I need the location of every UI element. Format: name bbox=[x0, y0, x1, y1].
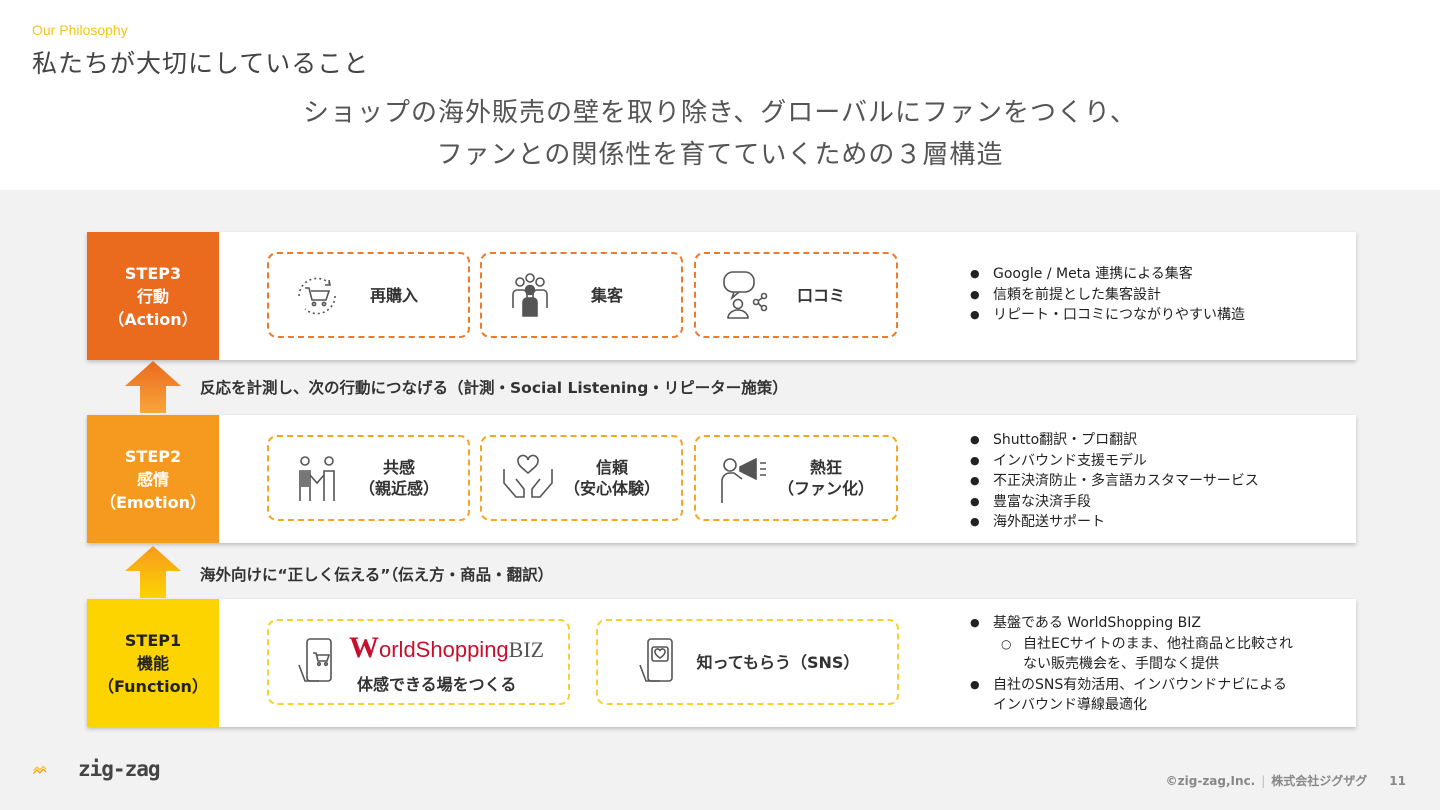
handshake-people-icon bbox=[299, 456, 335, 501]
list-item: インバウンド支援モデル bbox=[967, 451, 1259, 472]
connector-upper: 反応を計測し、次の行動につなげる（計測・Social Listening・リピー… bbox=[200, 379, 788, 397]
card-empathy: 共感 （親近感） bbox=[267, 435, 470, 521]
step1-label-step: STEP1 bbox=[124, 630, 182, 650]
card-trust: 信頼 （安心体験） bbox=[480, 435, 683, 521]
step3-bullets: Google / Meta 連携による集客 信頼を前提とした集客設計 リピート・… bbox=[967, 264, 1245, 326]
logo-w: W bbox=[349, 631, 379, 664]
card-word-of-mouth: 口コミ bbox=[694, 252, 898, 338]
list-item: 豊富な決済手段 bbox=[967, 492, 1259, 513]
list-item: ない販売機会を、手間なく提供 bbox=[1023, 656, 1219, 672]
arrow-up-icon bbox=[125, 361, 181, 413]
subtitle-line-2: ファンとの関係性を育てていくための３層構造 bbox=[436, 140, 1004, 170]
card-sns: 知ってもらう（SNS） bbox=[596, 619, 899, 705]
footer-separator: | bbox=[1261, 774, 1266, 788]
card-empathy-sub: （親近感） bbox=[358, 479, 439, 498]
hands-heart-icon bbox=[503, 454, 553, 498]
step3-label: STEP3 行動 （Action） bbox=[87, 232, 219, 360]
card-enthusiasm: 熱狂 （ファン化） bbox=[694, 435, 898, 521]
zigzag-logo-icon bbox=[32, 765, 47, 774]
card-trust-text: 信頼 bbox=[595, 458, 628, 477]
step2-label: STEP2 感情 （Emotion） bbox=[87, 415, 219, 543]
list-item: Google / Meta 連携による集客 bbox=[967, 264, 1245, 285]
people-group-icon bbox=[512, 273, 548, 317]
step1-label-en: （Function） bbox=[98, 676, 208, 696]
list-item: リピート・口コミにつながりやすい構造 bbox=[967, 305, 1245, 326]
megaphone-person-icon bbox=[721, 457, 766, 503]
step1-label: STEP1 機能 （Function） bbox=[87, 599, 219, 727]
logo-biz: BIZ bbox=[508, 637, 545, 662]
subtitle: ショップの海外販売の壁を取り除き、グローバルにファンをつくり、 ファンとの関係性… bbox=[0, 92, 1440, 176]
step1-label-name: 機能 bbox=[136, 653, 169, 673]
subtitle-line-1: ショップの海外販売の壁を取り除き、グローバルにファンをつくり、 bbox=[303, 98, 1137, 128]
page-number: 11 bbox=[1389, 774, 1406, 788]
phone-heart-icon bbox=[639, 638, 673, 682]
step3-row: STEP3 行動 （Action） 再購入 集客 bbox=[87, 232, 1356, 360]
list-item: 基盤である WorldShopping BIZ bbox=[967, 613, 1293, 634]
card-worldshopping: WorldShoppingBIZ 体感できる場をつくる bbox=[267, 619, 570, 705]
step2-label-name: 感情 bbox=[136, 469, 169, 489]
step2-label-en: （Emotion） bbox=[99, 492, 207, 512]
copyright: ©zig-zag,Inc. bbox=[1165, 774, 1256, 788]
card-trust-sub: （安心体験） bbox=[563, 479, 660, 498]
step2-row: STEP2 感情 （Emotion） 共感 （親近感） 信頼 （安心体験） bbox=[87, 415, 1356, 543]
card-customer-acquisition-text: 集客 bbox=[590, 285, 623, 305]
step3-label-step: STEP3 bbox=[124, 263, 182, 283]
card-enthusiasm-text: 熱狂 bbox=[809, 458, 842, 477]
step1-bullets: 基盤である WorldShopping BIZ 自社ECサイトのまま、他社商品と… bbox=[967, 613, 1293, 716]
step3-label-en: （Action） bbox=[108, 309, 198, 329]
list-item: 不正決済防止・多言語カスタマーサービス bbox=[967, 471, 1259, 492]
step2-label-step: STEP2 bbox=[124, 446, 182, 466]
step2-bullets: Shutto翻訳・プロ翻訳 インバウンド支援モデル 不正決済防止・多言語カスタマ… bbox=[967, 430, 1259, 533]
card-repurchase: 再購入 bbox=[267, 252, 470, 338]
step1-row: STEP1 機能 （Function） WorldShoppingBIZ 体感で… bbox=[87, 599, 1356, 727]
speech-share-icon bbox=[723, 271, 768, 319]
card-customer-acquisition: 集客 bbox=[480, 252, 683, 338]
list-item: 海外配送サポート bbox=[967, 512, 1259, 533]
list-item: 自社のSNS有効活用、インバウンドナビによる bbox=[967, 675, 1293, 696]
card-sns-text: 知ってもらう（SNS） bbox=[696, 652, 860, 672]
eyebrow-label: Our Philosophy bbox=[32, 22, 128, 38]
card-enthusiasm-sub: （ファン化） bbox=[777, 479, 874, 498]
cart-cycle-icon bbox=[298, 277, 336, 315]
list-item: Shutto翻訳・プロ翻訳 bbox=[967, 430, 1259, 451]
company-name: 株式会社ジグザグ bbox=[1271, 774, 1368, 788]
page-title: 私たちが大切にしていること bbox=[32, 49, 370, 78]
phone-cart-icon bbox=[298, 638, 332, 682]
arrow-up-icon bbox=[125, 546, 181, 598]
list-item: インバウンド導線最適化 bbox=[993, 697, 1147, 713]
connector-lower: 海外向けに“正しく伝える”（伝え方・商品・翻訳） bbox=[200, 566, 554, 584]
list-item: 信頼を前提とした集客設計 bbox=[967, 285, 1245, 306]
card-worldshopping-text: 体感できる場をつくる bbox=[357, 675, 517, 694]
footer: ©zig-zag,Inc. | 株式会社ジグザグ 11 bbox=[1166, 772, 1406, 789]
card-empathy-text: 共感 bbox=[382, 458, 415, 477]
card-repurchase-text: 再購入 bbox=[369, 285, 418, 305]
logo-text: zig-zag bbox=[78, 757, 161, 781]
logo-worldshopping: orldShopping bbox=[379, 637, 509, 662]
list-item: 自社ECサイトのまま、他社商品と比較され bbox=[967, 634, 1293, 655]
worldshopping-biz-logo: WorldShoppingBIZ bbox=[349, 631, 549, 664]
step3-label-name: 行動 bbox=[136, 286, 169, 306]
card-word-of-mouth-text: 口コミ bbox=[796, 285, 845, 305]
